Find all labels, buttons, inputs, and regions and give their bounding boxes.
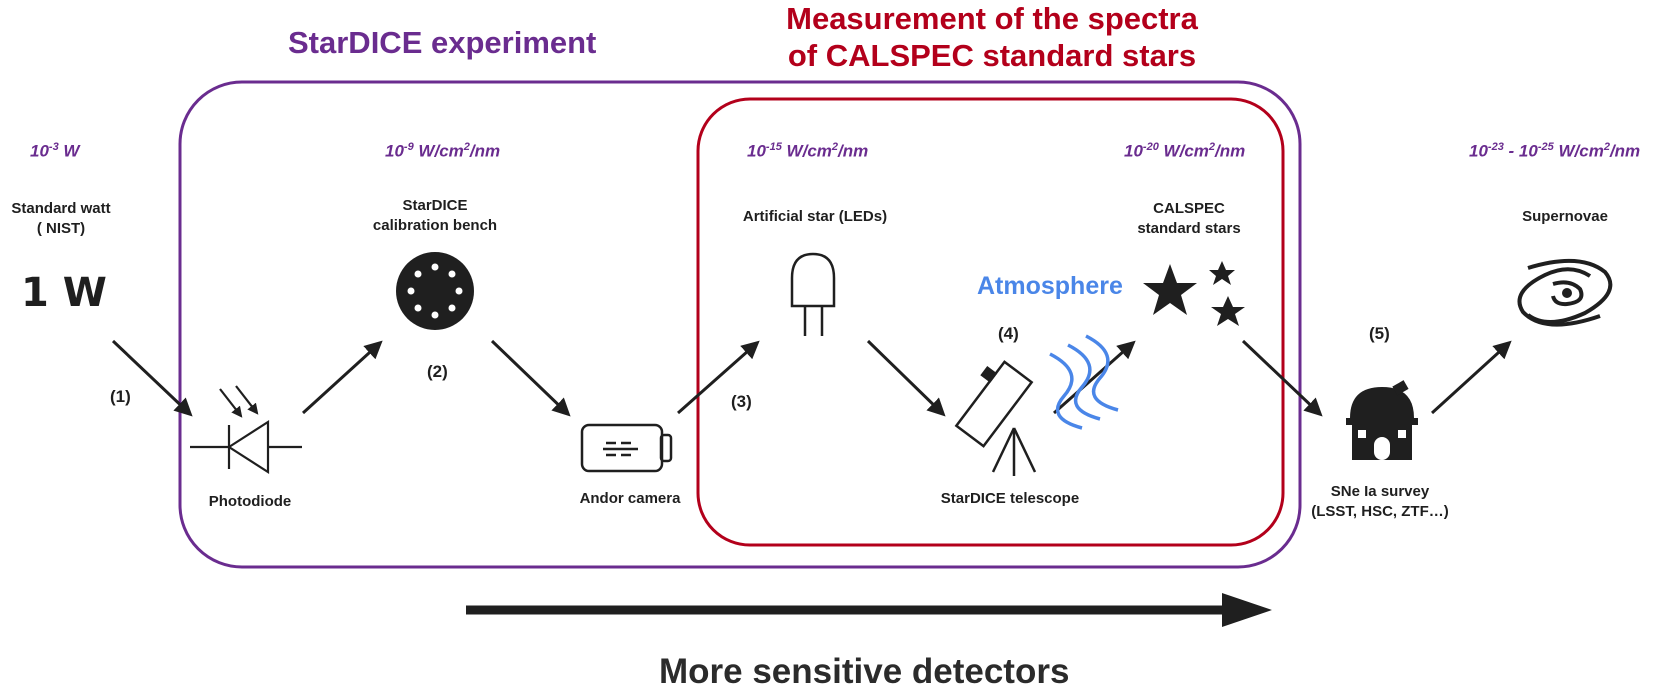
observatory-icon (1346, 380, 1418, 460)
stardice-experiment-box (178, 80, 1302, 569)
calspec-stars-icon (1143, 261, 1245, 326)
galaxy-icon (1517, 258, 1613, 327)
calibration-bench-label: StarDICE calibration bench (360, 196, 510, 236)
calspec-title-line-1: Measurement of the spectra (786, 1, 1198, 36)
standard-watt-line-2: ( NIST) (36, 220, 86, 237)
step-2-label: (2) (427, 362, 448, 381)
calibration-bench-line-2: calibration bench (372, 217, 498, 234)
power-level-5: 10-23 - 10-25 W/cm2/nm (1469, 141, 1641, 161)
sne-survey-line-2: (LSST, HSC, ZTF…) (1311, 503, 1449, 520)
supernovae-label: Supernovae (1522, 208, 1608, 225)
power-level-1: 10-3 W (30, 141, 80, 161)
one-watt-label: 1 W (21, 270, 107, 316)
photodiode-icon (190, 385, 302, 475)
step-4-label: (4) (998, 324, 1019, 343)
stardice-experiment-title: StarDICE experiment (288, 25, 597, 60)
more-sensitive-detectors-label: More sensitive detectors (659, 652, 1070, 691)
calspec-stars-line-2: standard stars (1137, 220, 1241, 237)
calspec-stars-line-1: CALSPEC (1153, 200, 1225, 217)
atmosphere-waves-icon (1049, 334, 1119, 430)
led-icon (790, 252, 836, 336)
arrow-7 (1241, 339, 1323, 417)
arrow-3 (490, 339, 571, 417)
artificial-star-label: Artificial star (LEDs) (742, 208, 888, 225)
arrow-2 (301, 340, 383, 415)
andor-camera-icon (580, 423, 673, 473)
arrow-5 (866, 339, 946, 417)
andor-camera-label: Andor camera (579, 490, 681, 507)
sne-survey-label: SNe Ia survey (LSST, HSC, ZTF…) (1307, 482, 1453, 522)
calibration-bench-icon (396, 252, 474, 330)
calibration-bench-line-1: StarDICE (402, 197, 468, 214)
step-3-label: (3) (731, 392, 752, 411)
step-5-label: (5) (1369, 324, 1390, 343)
calspec-measurement-box (696, 97, 1285, 547)
sne-survey-line-1: SNe Ia survey (1330, 483, 1430, 500)
standard-watt-label: Standard watt ( NIST) (0, 199, 122, 239)
power-level-4: 10-20 W/cm2/nm (1124, 141, 1246, 161)
stardice-telescope-label: StarDICE telescope (940, 490, 1080, 507)
arrow-8 (1430, 340, 1512, 415)
arrow-6 (1053, 340, 1136, 415)
calspec-measurement-title: Measurement of the spectra of CALSPEC st… (754, 0, 1230, 74)
calspec-title-line-2: of CALSPEC standard stars (787, 38, 1197, 73)
power-level-2: 10-9 W/cm2/nm (385, 141, 501, 161)
calspec-stars-label: CALSPEC standard stars (1115, 199, 1263, 239)
telescope-icon (954, 360, 1037, 476)
bottom-arrow-head (1222, 593, 1272, 627)
arrow-4 (677, 340, 760, 415)
arrow-1 (111, 339, 193, 417)
atmosphere-label: Atmosphere (977, 272, 1123, 300)
photodiode-label: Photodiode (208, 493, 292, 510)
step-1-label: (1) (110, 387, 131, 406)
power-level-3: 10-15 W/cm2/nm (747, 141, 869, 161)
standard-watt-line-1: Standard watt (11, 200, 111, 217)
